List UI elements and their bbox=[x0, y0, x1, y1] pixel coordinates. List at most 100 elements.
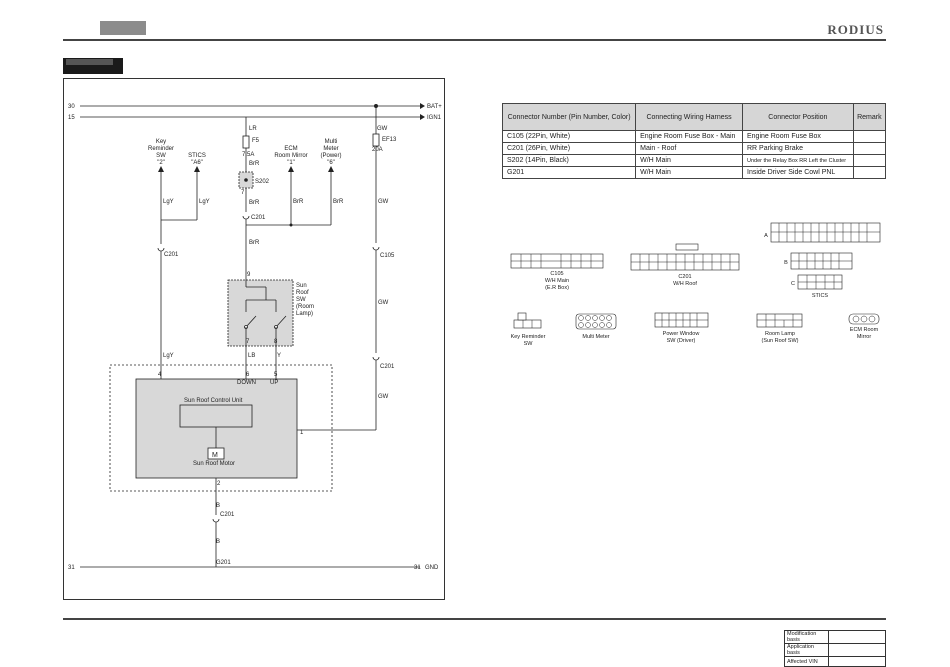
multi-meter-line-4: "6" bbox=[327, 160, 335, 166]
table-cell: Engine Room Fuse Box bbox=[742, 130, 854, 143]
mod-value bbox=[828, 656, 886, 667]
pin-6-unit: 6 bbox=[246, 372, 250, 378]
rail-15-label: 15 bbox=[68, 115, 75, 121]
table-cell bbox=[852, 154, 887, 167]
section-tag bbox=[63, 58, 123, 74]
control-unit-label: Sun Roof Control Unit bbox=[184, 398, 243, 404]
c201-label-4: C201 bbox=[220, 512, 235, 518]
wire-brr-label-5: BrR bbox=[333, 199, 344, 205]
wire-b-label-2: B bbox=[216, 539, 220, 545]
wire-gw-label-2: GW bbox=[378, 199, 389, 205]
multi-meter-line-3: (Power) bbox=[320, 153, 341, 159]
multi-meter-view-label: Multi Meter bbox=[582, 334, 609, 340]
c201-label-2: C201 bbox=[380, 364, 395, 370]
stics-line-2: "A6" bbox=[191, 160, 203, 166]
rail-31-label: 31 bbox=[68, 565, 75, 571]
key-reminder-line-1: Key bbox=[156, 139, 166, 145]
table-cell: C201 (26Pin, White) bbox=[501, 142, 637, 155]
wire-y-label: Y bbox=[277, 353, 281, 359]
wire-b-label-1: B bbox=[216, 503, 220, 509]
c201-view-line-2: W/H Roof bbox=[673, 281, 697, 287]
ecm-mirror-line-2: Room Mirror bbox=[274, 153, 307, 159]
pin-5-unit: 5 bbox=[274, 372, 278, 378]
stics-row-a-label: A bbox=[764, 233, 768, 239]
connector-table: Connector Number (Pin Number, Color) Con… bbox=[501, 103, 887, 179]
table-cell: W/H Main bbox=[635, 154, 743, 167]
key-reminder-line-3: SW bbox=[156, 153, 166, 159]
rail-31-right-label: 31 bbox=[414, 565, 421, 571]
brand-logo: RODIUS bbox=[827, 22, 884, 37]
key-reminder-line-2: Reminder bbox=[148, 146, 174, 152]
stics-row-b-label: B bbox=[784, 260, 788, 266]
c201-label-1: C201 bbox=[251, 215, 266, 221]
pin-4-unit: 4 bbox=[158, 372, 162, 378]
c105-view-line-1: C105 bbox=[550, 271, 563, 277]
table-cell: Engine Room Fuse Box - Main bbox=[635, 130, 743, 143]
stics-view-label: STICS bbox=[812, 293, 829, 299]
wire-lgy-label-1: LgY bbox=[163, 199, 174, 205]
col-wiring-harness: Connecting Wiring Harness bbox=[635, 103, 743, 131]
mod-value bbox=[828, 630, 886, 644]
down-label: DOWN bbox=[237, 380, 256, 386]
key-reminder-line-4: "2" bbox=[157, 160, 165, 166]
wire-gw-label-4: GW bbox=[378, 394, 389, 400]
table-cell: W/H Main bbox=[635, 166, 743, 179]
motor-label: Sun Roof Motor bbox=[193, 461, 235, 467]
key-reminder-view-line-1: Key Reminder bbox=[511, 334, 546, 340]
mod-label: Affected VIN bbox=[784, 656, 829, 667]
motor-symbol: M bbox=[212, 452, 218, 459]
ecm-mirror-view-line-1: ECM Room bbox=[850, 327, 879, 333]
fuse-ef13-name: EF13 bbox=[382, 137, 397, 143]
modification-table: Modification basis Application basis Aff… bbox=[784, 630, 886, 667]
table-row: G201 W/H Main Inside Driver Side Cowl PN… bbox=[501, 166, 887, 179]
wire-brr-label-1: BrR bbox=[249, 161, 260, 167]
mod-value bbox=[828, 643, 886, 657]
bat-label: BAT+ bbox=[427, 104, 442, 110]
multi-meter-line-1: Multi bbox=[325, 139, 338, 145]
rail-30-label: 30 bbox=[68, 104, 75, 110]
room-lamp-view-line-1: Room Lamp bbox=[765, 331, 795, 337]
stics-row-c-label: C bbox=[791, 281, 795, 287]
ecm-mirror-view-line-2: Mirror bbox=[857, 334, 872, 340]
table-row: S202 (14Pin, Black) W/H Main Under the R… bbox=[501, 154, 887, 167]
header-tab bbox=[100, 21, 146, 35]
pin-7-sw: 7 bbox=[246, 339, 250, 345]
table-cell: Under the Relay Box RR Left the Cluster bbox=[742, 154, 854, 167]
table-cell: C105 (22Pin, White) bbox=[501, 130, 637, 143]
header-rule bbox=[63, 39, 886, 41]
table-cell bbox=[852, 166, 887, 179]
sunroof-sw-line-1: Sun bbox=[296, 283, 307, 289]
ecm-mirror-line-3: "1" bbox=[287, 160, 295, 166]
mod-label: Modification basis bbox=[784, 630, 829, 644]
multi-meter-line-2: Meter bbox=[323, 146, 338, 152]
c201-view-line-1: C201 bbox=[678, 274, 691, 280]
c105-view-line-2: W/H Main bbox=[545, 278, 569, 284]
sunroof-sw-line-2: Roof bbox=[296, 290, 309, 296]
room-lamp-view-line-2: (Sun Roof SW) bbox=[762, 338, 799, 344]
footer-rule bbox=[63, 618, 886, 620]
power-window-view-line-2: SW (Driver) bbox=[667, 338, 696, 344]
wire-lb-label: LB bbox=[248, 353, 255, 359]
table-cell: Main - Roof bbox=[635, 142, 743, 155]
ecm-mirror-line-1: ECM bbox=[284, 146, 297, 152]
col-connector-position: Connector Position bbox=[742, 103, 854, 131]
c105-label: C105 bbox=[380, 253, 395, 259]
up-label: UP bbox=[270, 380, 278, 386]
pin-7-s202: 7 bbox=[241, 190, 245, 196]
c105-view-line-3: (E.R Box) bbox=[545, 285, 569, 291]
mod-label: Application basis bbox=[784, 643, 829, 657]
table-row: Modification basis bbox=[784, 630, 886, 644]
fuse-f5-name: F5 bbox=[252, 138, 260, 144]
stics-line-1: STICS bbox=[188, 153, 206, 159]
wire-lgy-label-2: LgY bbox=[199, 199, 210, 205]
wire-lr-label: LR bbox=[249, 126, 257, 132]
pin-1-unit: 1 bbox=[300, 430, 304, 436]
table-cell: RR Parking Brake bbox=[742, 142, 854, 155]
pin-8-sw: 8 bbox=[274, 339, 278, 345]
table-row: Affected VIN bbox=[784, 656, 886, 667]
table-cell: G201 bbox=[501, 166, 637, 179]
table-cell bbox=[852, 142, 887, 155]
col-connector-number: Connector Number (Pin Number, Color) bbox=[501, 103, 637, 131]
wire-brr-label-2: BrR bbox=[249, 200, 260, 206]
gnd-label: GND bbox=[425, 565, 439, 571]
